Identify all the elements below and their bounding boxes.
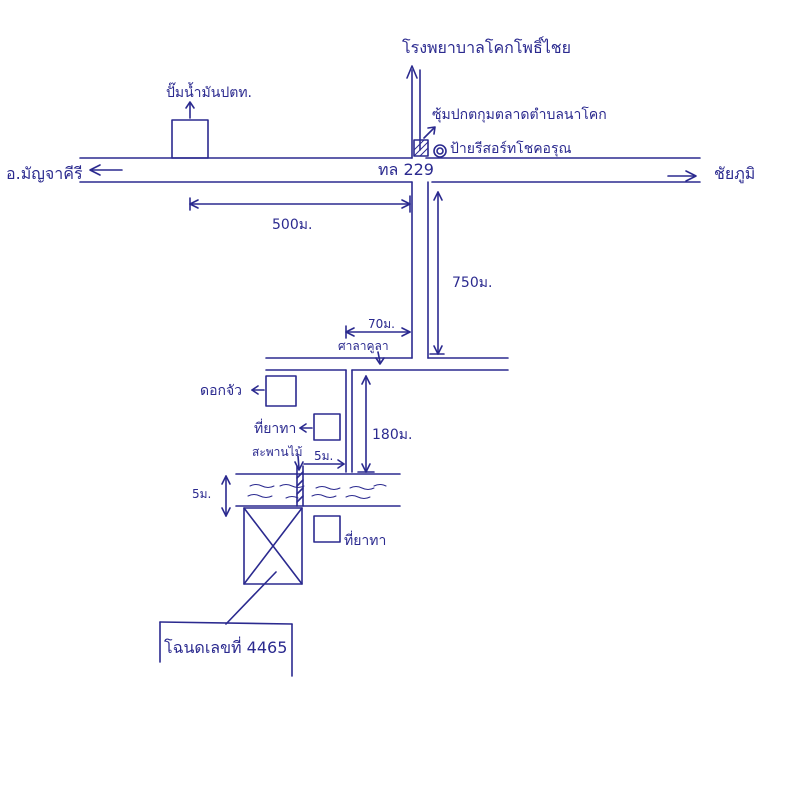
dimension-750m bbox=[429, 191, 445, 355]
lane-south bbox=[345, 369, 353, 473]
side-road-south bbox=[411, 181, 429, 359]
dist-500m-label: 500ม. bbox=[272, 217, 313, 233]
dimension-500m bbox=[189, 195, 411, 213]
arrow-icon-bridge bbox=[294, 455, 304, 471]
deed-leader-line bbox=[159, 571, 293, 677]
junction-sign-label: ศาลาคูลา bbox=[338, 339, 389, 353]
crossed-box-icon bbox=[243, 507, 303, 585]
gas-station-box bbox=[171, 119, 209, 159]
dist-70m-label: 70ม. bbox=[368, 317, 395, 331]
arrow-icon-left bbox=[89, 164, 123, 176]
cross-road bbox=[265, 357, 509, 371]
resort-sign-label: ป้ายรีสอร์ทโชคอรุณ bbox=[450, 141, 572, 157]
highway-label: ทล 229 bbox=[378, 160, 434, 179]
dist-5m-bridge-label: 5ม. bbox=[314, 449, 334, 463]
bridge-label: สะพานไม้ bbox=[252, 445, 303, 459]
arrow-icon-right bbox=[667, 170, 697, 182]
dimension-5m-canal bbox=[221, 475, 231, 517]
dimension-180m bbox=[357, 375, 375, 473]
hospital-label: โรงพยาบาลโคกโพธิ์ไชย bbox=[402, 38, 572, 57]
highway-road bbox=[79, 157, 701, 183]
dist-180m-label: 180ม. bbox=[372, 427, 413, 443]
right-destination-label: ชัยภูมิ bbox=[714, 164, 756, 183]
plot-deed-label: โฉนดเลขที่ 4465 bbox=[164, 638, 288, 657]
arrow-icon-gas bbox=[185, 101, 195, 119]
house-thiyana-1-box bbox=[313, 413, 341, 441]
house-dogkrua-label: ดอกจัว bbox=[200, 383, 243, 399]
road-to-hospital bbox=[406, 65, 421, 159]
arrow-icon-junction bbox=[375, 351, 385, 365]
house-dogkrua-box bbox=[265, 375, 297, 407]
arrow-icon-dogkrua bbox=[251, 385, 265, 395]
hatched-box-icon bbox=[413, 139, 429, 157]
gas-station-label: ปั๊มน้ำมันปตท. bbox=[166, 85, 253, 101]
canal bbox=[235, 473, 401, 507]
dist-750m-label: 750ม. bbox=[452, 275, 493, 291]
house-thiyana-2-box bbox=[313, 515, 341, 543]
arrow-icon-thiyana-1 bbox=[299, 423, 313, 433]
house-thiyana-1-label: ที่ยาทา bbox=[254, 421, 297, 437]
roadside-shop-label: ซุ้มปกตกุมตลาดตำบลนาโคก bbox=[432, 107, 607, 123]
left-destination-label: อ.มัญจาคีรี bbox=[6, 164, 83, 183]
dimension-70m bbox=[345, 325, 411, 339]
arrow-icon-shop bbox=[423, 126, 436, 139]
dimension-5m-bridge bbox=[303, 459, 345, 469]
bridge bbox=[296, 465, 304, 507]
circle-sign-icon bbox=[433, 144, 447, 158]
house-thiyana-2-label: ที่ยาทา bbox=[344, 533, 387, 549]
dist-5m-canal-label: 5ม. bbox=[192, 487, 212, 501]
